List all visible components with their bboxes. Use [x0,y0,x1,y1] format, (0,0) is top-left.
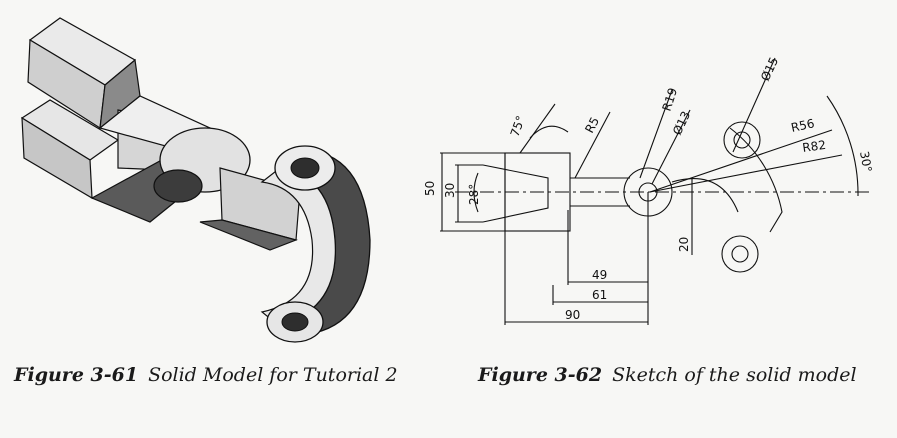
dim-28-degree: 28° [467,184,481,205]
dim-90: 90 [565,308,580,322]
dim-r82: R82 [801,138,826,155]
sketch-dimension-labels: 50 30 28° 75° R5 R19 Ø13 Ø15 R56 R82 30°… [423,55,875,322]
dim-30: 30 [443,183,457,198]
figure-caption-3-62: Figure 3-62 Sketch of the solid model [478,364,857,386]
dim-50: 50 [423,181,437,196]
dim-30-degree: 30° [857,150,874,173]
dim-dia13: Ø13 [670,109,693,137]
sketch-drawing [440,57,870,325]
dim-r19: R19 [660,86,681,113]
dim-75-degree: 75° [508,114,528,139]
dim-r5: R5 [582,115,602,136]
dim-20: 20 [677,237,691,252]
solid-model-illustration [20,17,371,343]
dim-61: 61 [592,288,607,302]
dim-49: 49 [592,268,607,282]
figure-caption-3-61: Figure 3-61 Solid Model for Tutorial 2 [14,364,398,386]
dim-dia15: Ø15 [758,55,781,83]
figure-number: Figure 3-62 [478,364,603,386]
figure-title: Sketch of the solid model [612,364,857,386]
dim-r56: R56 [790,116,816,135]
figure-title: Solid Model for Tutorial 2 [148,364,398,386]
figure-number: Figure 3-61 [14,364,139,386]
